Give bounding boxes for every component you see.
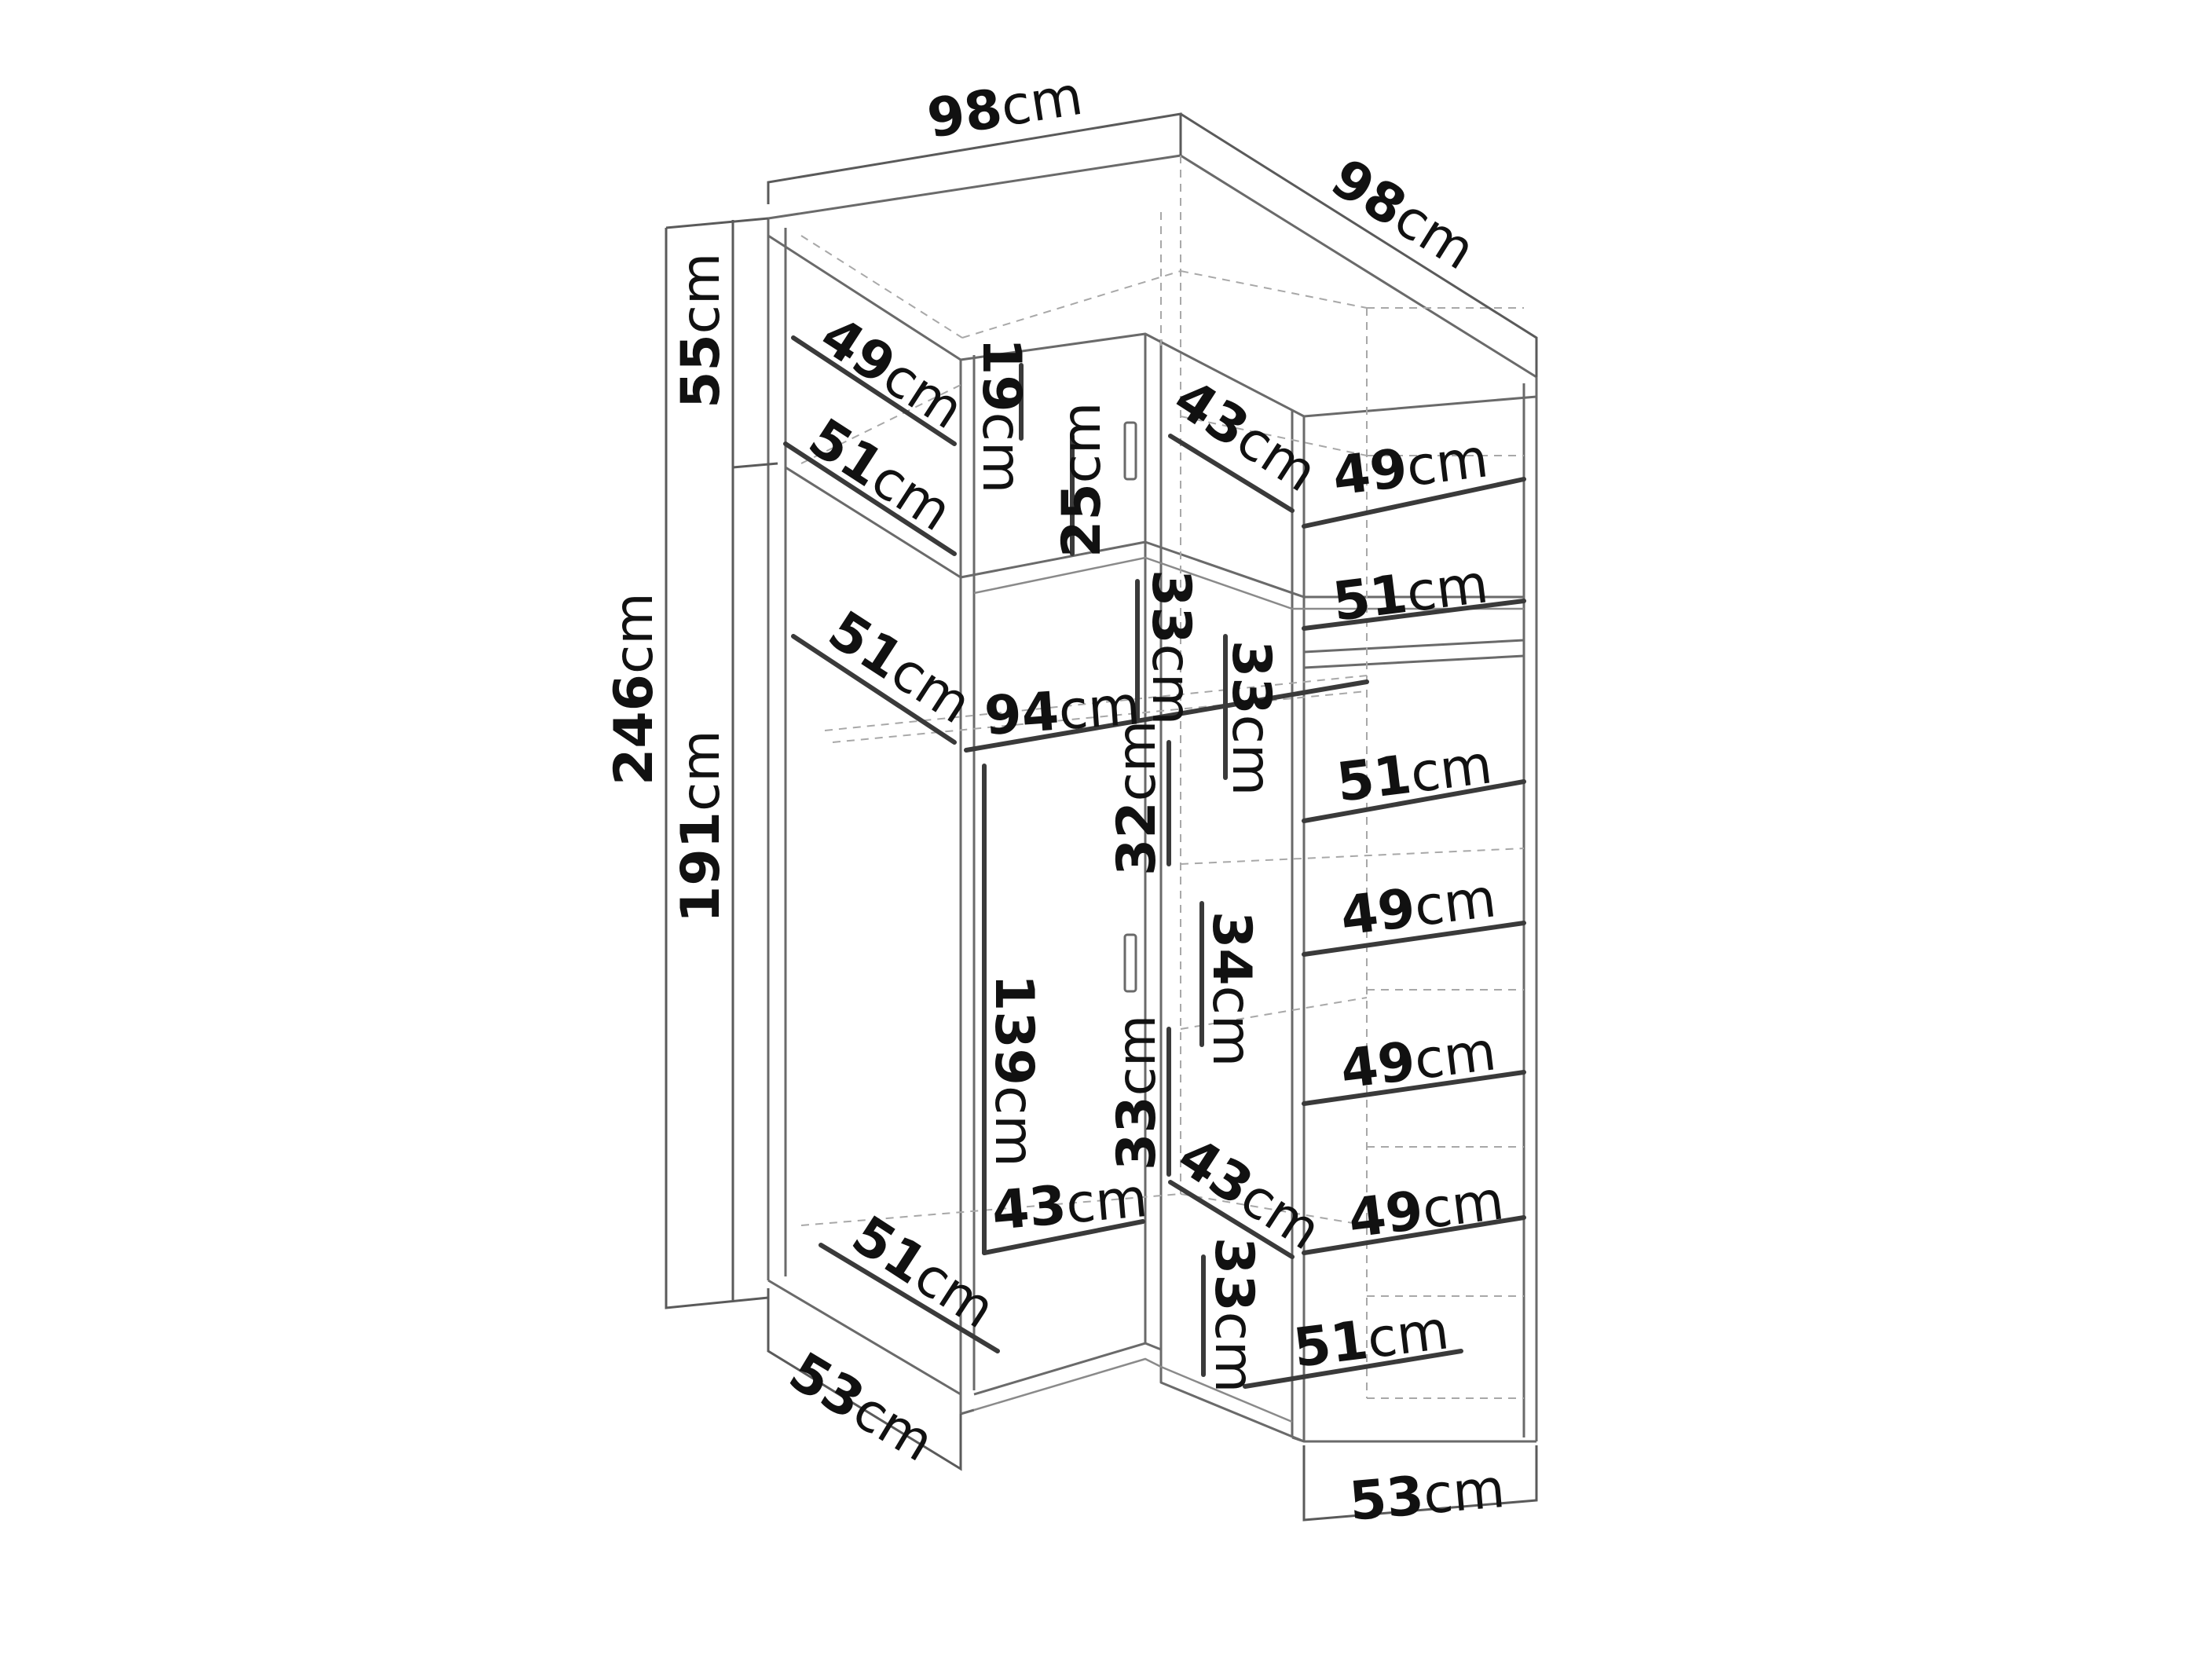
label-corner-33-b: 33cm (1220, 640, 1282, 796)
label-hanging-height: 139cm (983, 974, 1045, 1167)
door-handles (1123, 421, 1137, 993)
label-right-shelf-2: 51cm (1329, 553, 1491, 634)
label-upper-height: 55cm (670, 253, 732, 408)
label-corner-34: 34cm (1200, 911, 1262, 1067)
lower-door-handle (1123, 933, 1137, 993)
label-right-shelf-7: 51cm (1290, 1299, 1452, 1380)
label-top-width-left: 98cm (923, 65, 1086, 151)
label-base-depth-right: 53cm (1347, 1458, 1507, 1533)
label-total-height: 246cm (603, 592, 665, 786)
label-corner-33-d: 33cm (1203, 1237, 1265, 1393)
label-base-depth-left: 53cm (778, 1341, 944, 1474)
label-right-shelf-1: 49cm (1329, 427, 1491, 508)
label-lower-height: 191cm (670, 730, 732, 923)
label-right-shelf-4: 49cm (1337, 867, 1499, 948)
wardrobe-body (767, 154, 1538, 1443)
label-corner-33-c: 33cm (1106, 1015, 1168, 1170)
label-bottom-shelf-43: 43cm (990, 1167, 1150, 1243)
dimension-labels: 98cm 98cm 246cm 55cm 191cm 53cm 53cm 49c… (603, 65, 1507, 1533)
label-top-compartment-25: 25cm (1051, 402, 1113, 558)
upper-door-handle (1123, 421, 1137, 481)
label-top-width-right: 98cm (1320, 147, 1485, 282)
label-top-compartment-19: 19cm (970, 338, 1032, 493)
hidden-edges (800, 156, 1525, 1399)
dimension-lines (665, 112, 1538, 1522)
label-right-shelf-6: 49cm (1345, 1170, 1507, 1251)
label-corner-32: 32cm (1106, 720, 1168, 876)
label-rail-width: 94cm (983, 675, 1142, 748)
label-right-shelf-5: 49cm (1337, 1020, 1499, 1101)
label-right-shelf-3: 51cm (1333, 734, 1495, 815)
label-corner-33-a: 33cm (1140, 569, 1202, 725)
